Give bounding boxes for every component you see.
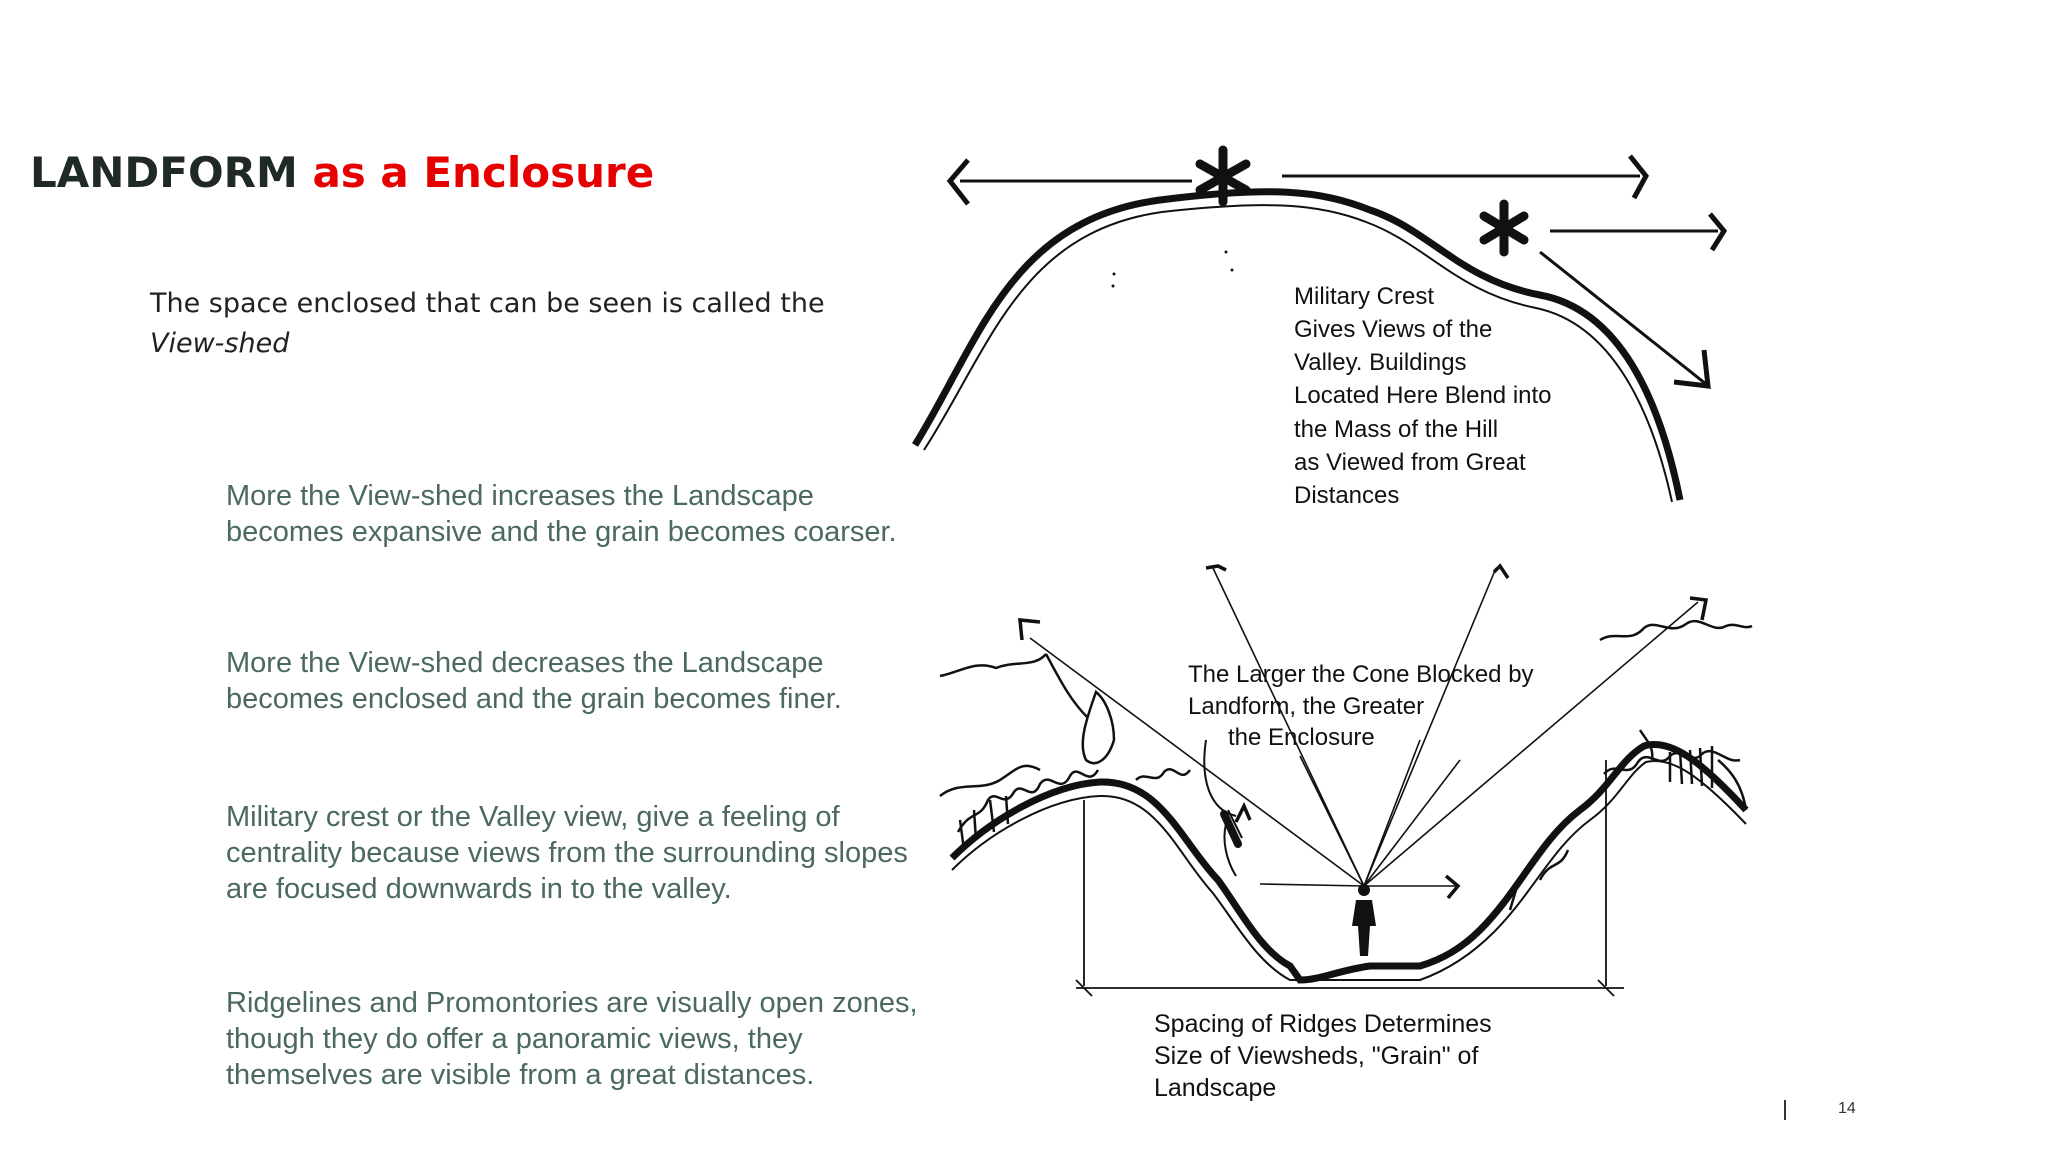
bullet-line: centrality because views from the surrou… <box>226 837 908 869</box>
hill-profile <box>912 188 1684 501</box>
bullet-line: More the View-shed increases the Landsca… <box>226 480 814 512</box>
bullet-line: are focused downwards in to the valley. <box>226 873 732 905</box>
landform-diagram: Military Crest Gives Views of the Valley… <box>912 145 1753 1102</box>
title-rest: as a Enclosure <box>312 148 655 197</box>
leader-arrow <box>1203 739 1243 877</box>
military-crest-marker-icon <box>1479 199 1529 257</box>
bullet-line: Ridgelines and Promontories are visually… <box>226 987 918 1019</box>
bullet-line: becomes expansive and the grain becomes … <box>226 516 897 548</box>
page-number: 14 <box>1838 1100 1856 1117</box>
view-arrows <box>946 154 1728 389</box>
hill-dots <box>1111 250 1234 288</box>
title-keyword: LANDFORM <box>30 148 298 197</box>
sight-lines <box>1029 565 1699 887</box>
hill-profile-inner <box>923 204 1673 503</box>
bullet-line: though they do offer a panoramic views, … <box>226 1023 803 1055</box>
post-marker <box>1220 810 1242 848</box>
bullet-military-crest: Military crest or the Valley view, give … <box>226 799 956 907</box>
page-number-divider <box>1784 1100 1786 1120</box>
vegetation-right <box>1508 619 1753 911</box>
spacing-caption: Spacing of Ridges Determines Size of Vie… <box>1154 1010 1499 1102</box>
sight-arrowheads <box>1018 563 1709 900</box>
valley-profile <box>949 740 1749 984</box>
valley-diagram: The Larger the Cone Blocked by Landform,… <box>939 563 1753 1102</box>
valley-profile-inner <box>951 760 1747 981</box>
intro-text: The space enclosed that can be seen is c… <box>150 284 870 364</box>
bullet-line: themselves are visible from a great dist… <box>226 1059 815 1091</box>
bullet-viewshed-increases: More the View-shed increases the Landsca… <box>226 478 956 550</box>
ridge-spacing-dimension <box>1075 760 1624 997</box>
cone-caption: The Larger the Cone Blocked by Landform,… <box>1188 661 1540 751</box>
bullet-line: More the View-shed decreases the Landsca… <box>226 647 824 679</box>
crest-marker-icon <box>1195 145 1251 207</box>
intro-line: The space enclosed that can be seen is c… <box>150 288 825 319</box>
bullet-ridgelines: Ridgelines and Promontories are visually… <box>226 985 956 1093</box>
viewer-figure-icon <box>1352 884 1376 956</box>
bullet-line: becomes enclosed and the grain becomes f… <box>226 683 842 715</box>
intro-term: View-shed <box>150 328 290 359</box>
slide-title: LANDFORM as a Enclosure <box>30 148 654 197</box>
military-crest-caption: Military Crest Gives Views of the Valley… <box>1294 283 1558 509</box>
bullet-line: Military crest or the Valley view, give … <box>226 801 840 833</box>
hill-diagram: Military Crest Gives Views of the Valley… <box>912 145 1728 509</box>
vegetation-left <box>939 653 1192 851</box>
bullet-viewshed-decreases: More the View-shed decreases the Landsca… <box>226 645 956 717</box>
